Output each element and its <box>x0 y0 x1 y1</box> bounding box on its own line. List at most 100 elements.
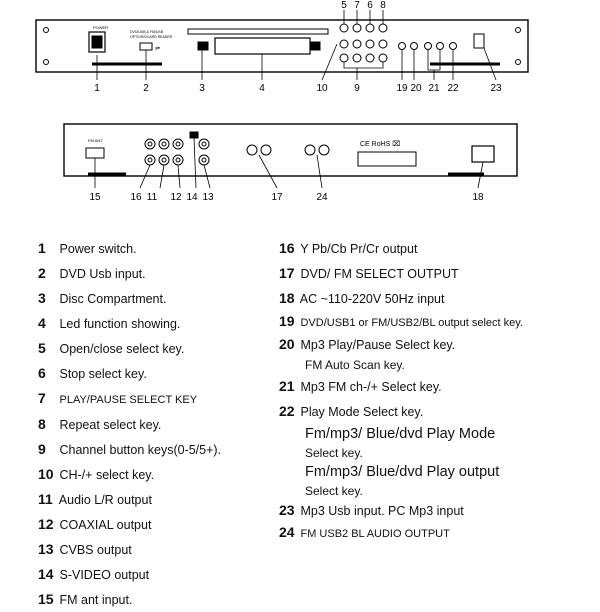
disc-logo <box>197 41 209 51</box>
key <box>339 23 349 33</box>
callout-20: 20 <box>410 83 422 94</box>
legend-item-13: 13 CVBS output <box>38 541 132 557</box>
rca-group <box>144 131 210 166</box>
rack-hole <box>43 59 49 65</box>
callout-21: 21 <box>428 83 440 94</box>
callout-2: 2 <box>143 83 149 94</box>
legend-item-23: 23 Mp3 Usb input. PC Mp3 input <box>279 502 464 518</box>
legend-item-20-line2: FM Auto Scan key. <box>305 358 405 372</box>
dvd-logo <box>309 41 321 51</box>
legend-item-20: 20 Mp3 Play/Pause Select key. <box>279 336 456 352</box>
callout-18: 18 <box>472 192 484 203</box>
legend-item-12: 12 COAXIAL output <box>38 516 152 532</box>
rear-panel-body <box>63 123 518 177</box>
callout-5: 5 <box>341 0 347 11</box>
callout-14: 14 <box>186 192 198 203</box>
warning-label <box>357 151 417 167</box>
key <box>339 53 349 63</box>
usb-port-right <box>473 33 485 49</box>
callout-19: 19 <box>396 83 408 94</box>
key <box>352 23 362 33</box>
usb-caption-1: DVD/USB & FM/USB <box>130 30 164 34</box>
front-panel-body <box>35 19 529 73</box>
legend-item-11: 11 Audio L/R output <box>38 491 152 507</box>
rack-hole <box>43 27 49 33</box>
key <box>352 53 362 63</box>
callout-22: 22 <box>447 83 459 94</box>
rear-panel: FM ANT CE RoHS ⌧ <box>63 123 518 203</box>
callout-6: 6 <box>367 0 373 11</box>
legend-item-9: 9 Channel button keys(0-5/5+). <box>38 441 222 457</box>
legend-left: 1 Power switch. 2 DVD Usb input. 3 Disc … <box>38 236 270 612</box>
rear-callout-lines <box>94 137 484 189</box>
power-label: POWER <box>93 25 108 30</box>
fm-ant-connector <box>85 147 105 159</box>
rack-hole <box>515 27 521 33</box>
legend-item-24: 24 FM USB2 BL AUDIO OUTPUT <box>279 524 450 540</box>
rear-callout-numbers: 15 16 11 12 14 13 17 24 18 <box>89 192 484 203</box>
legend-item-4: 4 Led function showing. <box>38 315 181 331</box>
key <box>339 39 349 49</box>
key-21b <box>436 42 444 50</box>
key <box>365 23 375 33</box>
callout-23: 23 <box>490 83 502 94</box>
fm-ant-label: FM ANT <box>88 138 103 143</box>
callout-9: 9 <box>354 83 360 94</box>
callout-8: 8 <box>380 0 386 11</box>
front-callout-numbers: 5 7 6 8 1 2 3 4 10 9 19 20 21 22 23 <box>94 0 502 94</box>
legend-item-17: 17 DVD/ FM SELECT OUTPUT <box>279 265 459 281</box>
front-callout-lines <box>96 10 497 81</box>
legend-item-10: 10 CH-/+ select key. <box>38 466 155 482</box>
callout-10: 10 <box>316 83 328 94</box>
legend-item-7: 7 PLAY/PAUSE SELECT KEY <box>38 390 198 406</box>
legend-item-2: 2 DVD Usb input. <box>38 265 146 281</box>
key <box>365 53 375 63</box>
play-output-sub: Select key. <box>305 484 363 498</box>
legend-item-8: 8 Repeat select key. <box>38 416 162 432</box>
key-21a <box>424 42 432 50</box>
callout-24: 24 <box>316 192 328 203</box>
callout-7: 7 <box>354 0 360 11</box>
dvd-usb-port <box>139 42 153 51</box>
rack-hole <box>515 59 521 65</box>
power-switch <box>88 31 106 53</box>
front-panel: POWER DVD/USB & FM/USB OPTIONS/CARD READ… <box>35 0 529 94</box>
legend-item-6: 6 Stop select key. <box>38 365 147 381</box>
power-switch-rocker <box>91 35 103 49</box>
callout-13: 13 <box>202 192 214 203</box>
legend-item-18: 18 AC ~110-220V 50Hz input <box>279 290 445 306</box>
usb-caption-2: OPTIONS/CARD READER <box>130 35 173 39</box>
dvd-out-jack-l <box>246 144 258 156</box>
key-22 <box>449 42 457 50</box>
callout-16: 16 <box>130 192 142 203</box>
fm-out-jack-r <box>318 144 330 156</box>
keypad <box>339 23 388 63</box>
device-diagram: POWER DVD/USB & FM/USB OPTIONS/CARD READ… <box>35 0 529 203</box>
callout-12: 12 <box>170 192 182 203</box>
legend-right: 16 Y Pb/Cb Pr/Cr output 17 DVD/ FM SELEC… <box>279 236 595 545</box>
key <box>378 39 388 49</box>
callout-4: 4 <box>259 83 265 94</box>
ac-input <box>471 145 495 163</box>
play-output-title: Fm/mp3/ Blue/dvd Play output <box>305 464 500 480</box>
play-mode-title: Fm/mp3/ Blue/dvd Play Mode <box>305 426 496 442</box>
key <box>365 39 375 49</box>
usb-symbol-icon: ⇌ <box>155 45 160 52</box>
legend-item-16: 16 Y Pb/Cb Pr/Cr output <box>279 240 418 256</box>
callout-17: 17 <box>271 192 283 203</box>
legend-item-5: 5 Open/close select key. <box>38 340 185 356</box>
key <box>378 23 388 33</box>
key <box>378 53 388 63</box>
led-display <box>214 37 311 55</box>
callout-15: 15 <box>89 192 101 203</box>
legend-item-22: 22 Play Mode Select key. <box>279 403 424 419</box>
legend-item-19: 19 DVD/USB1 or FM/USB2/BL output select … <box>279 313 524 329</box>
callout-11: 11 <box>147 192 158 203</box>
legend-item-1: 1 Power switch. <box>38 240 137 256</box>
ce-mark: CE RoHS ⌧ <box>360 140 400 148</box>
fm-out-jack-l <box>304 144 316 156</box>
key-19 <box>398 42 406 50</box>
key-20 <box>410 42 418 50</box>
dvd-out-jack-r <box>260 144 272 156</box>
disc-slot <box>187 28 329 35</box>
